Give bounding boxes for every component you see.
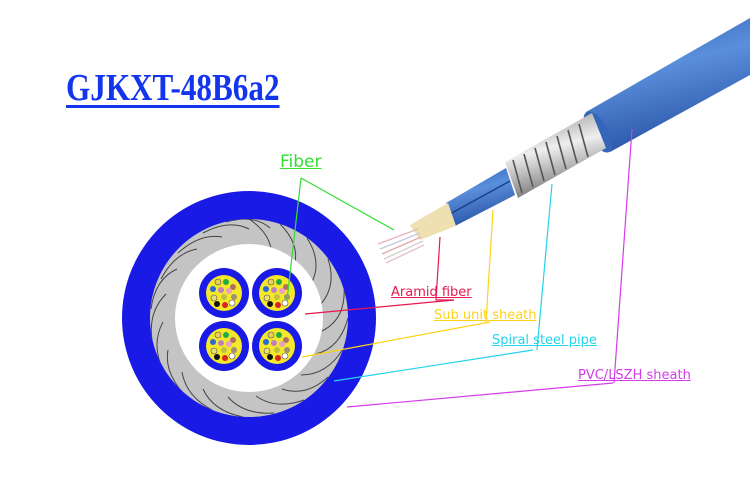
leader-lines: [286, 128, 633, 408]
label-sub-unit-sheath: Sub unit sheath: [434, 308, 537, 323]
label-fiber: Fiber: [280, 152, 322, 172]
label-pvc-lszh-sheath: PVC/LSZH sheath: [578, 368, 691, 383]
cable-side-view: [377, 18, 750, 264]
label-spiral-steel-pipe: Spiral steel pipe: [492, 333, 597, 348]
cable-cross-section: [122, 191, 376, 445]
product-title: GJKXT-48B6a2: [66, 67, 280, 109]
label-aramid-fiber: Aramid fiber: [391, 285, 472, 300]
